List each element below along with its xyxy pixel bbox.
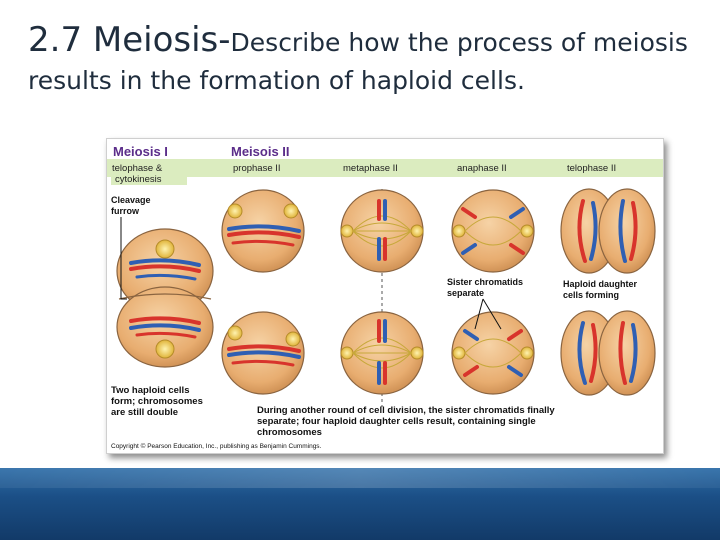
title-lead: 2.7 Meiosis- [28,20,231,60]
metaphase2-cell-top [340,189,424,273]
caption-main-line2: separate; four haploid daughter cells re… [257,416,536,427]
prophase2-cell-bottom [221,311,305,395]
label-furrow: furrow [111,206,140,216]
slide-title: 2.7 Meiosis-Describe how the process of … [28,20,708,98]
telophase2-cell-top [560,188,656,274]
stage-label-metaphase-2: metaphase II [343,163,398,174]
title-rest: Describe how the process of meiosis resu… [28,28,688,96]
section-meiosis-2: Meisois II [231,144,290,159]
stage-header-tab [111,172,187,185]
stage-label-telophase-1: telophase & [112,163,163,174]
metaphase2-cell-bottom [340,311,424,395]
cleavage-pointer [120,217,127,300]
stage-label-anaphase-2: anaphase II [457,163,507,174]
sister-pointer [474,298,502,330]
stage-header-band [107,159,663,177]
nucleus-icon [155,239,175,259]
label-haploid-daughter: Haploid daughter [563,279,637,289]
stage-label-telophase-2: telophase II [567,163,616,174]
stage-label-prophase-2: prophase II [233,163,281,174]
caption-main-line1: During another round of cell division, t… [257,405,555,416]
label-separate: separate [447,288,484,298]
caption-left-line3: are still double [111,407,178,418]
anaphase2-cell-top [451,189,535,273]
telophase1-cell [116,228,214,368]
footer-band [0,468,720,540]
meiosis-figure: Meiosis I Meisois II telophase & cytokin… [106,138,664,454]
telophase2-cell-bottom [560,310,656,396]
caption-left-line2: form; chromosomes [111,396,203,407]
prophase2-cell-top [221,189,305,273]
footer-highlight [0,468,720,488]
label-cleavage: Cleavage [111,195,151,205]
nucleus-icon [155,339,175,359]
anaphase2-cell-bottom [451,311,535,395]
caption-main-line3: chromosomes [257,427,322,438]
label-sister-chromatids: Sister chromatids [447,277,523,287]
meiosis-diagram: Meiosis I Meisois II telophase & cytokin… [107,144,663,450]
caption-left-line1: Two haploid cells [111,385,189,396]
copyright-note: Copyright © Pearson Education, Inc., pub… [111,442,322,450]
label-cells-forming: cells forming [563,290,619,300]
section-meiosis-1: Meiosis I [113,144,168,159]
stage-label-cytokinesis: cytokinesis [115,174,162,185]
